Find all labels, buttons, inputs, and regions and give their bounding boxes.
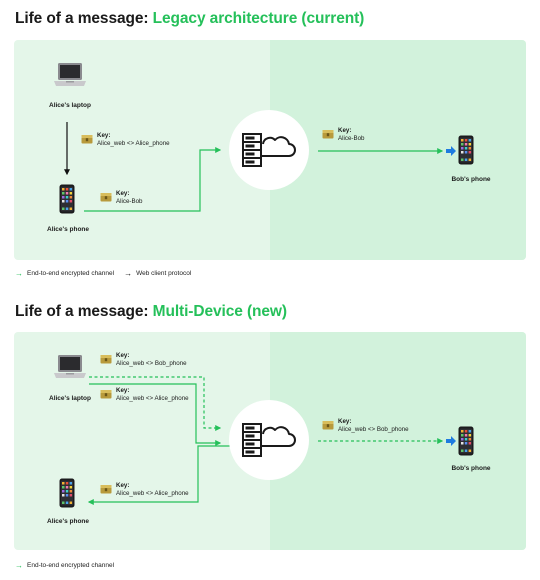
key-alice-bob-legacy-phone: Key:Alice-Bob [100,190,142,205]
key-value: Alice-Bob [116,197,143,205]
legend-label: End-to-end encrypted channel [27,562,115,569]
section1-title-accent: Legacy architecture (current) [152,10,365,27]
legend-label: End-to-end encrypted channel [27,270,115,277]
key-icon [100,354,112,364]
multi-device-diagram: Alice's laptop Alice's phone Bob's phone… [14,332,526,550]
server-cloud-icon [239,130,299,170]
key-heading: Key: [338,127,352,134]
alice-phone-to-server-link [84,147,222,212]
phone-icon [458,135,474,165]
key-heading: Key: [97,132,111,139]
server-node [229,110,309,190]
phone-icon [59,478,75,508]
key-icon [81,134,93,144]
key-value: Alice_web <> Alice_phone [97,139,170,147]
server-cloud-icon [239,420,299,460]
section2-legend: → End-to-end encrypted channel [15,561,114,570]
legend-label: Web client protocol [136,270,192,277]
legend-item: → End-to-end encrypted channel [15,561,114,570]
green-arrow-icon: → [15,561,23,570]
key-heading: Key: [338,418,352,425]
key-value: Alice-Bob [338,134,365,142]
alice-laptop-label: Alice's laptop [49,102,91,109]
section2-title-accent: Multi-Device (new) [152,303,287,320]
key-icon [100,389,112,399]
phone-icon [458,426,474,456]
key-alice-web-bob-phone: Key:Alice_web <> Bob_phone [100,352,187,367]
key-heading: Key: [116,482,130,489]
key-heading: Key: [116,352,130,359]
key-alice-web-alice-phone: Key:Alice_web <> Alice_phone [81,132,170,147]
incoming-arrow-icon [446,436,456,446]
alice-phone-label: Alice's phone [47,226,89,233]
legend-item: →Web client protocol [124,269,191,278]
key-value: Alice_web <> Bob_phone [338,425,409,433]
section2-title-prefix: Life of a message: [15,303,153,320]
multi-device-links [87,376,444,505]
server-side-area [270,40,526,260]
section1-title: Life of a message: Legacy architecture (… [15,10,364,28]
section1-title-prefix: Life of a message: [15,10,153,27]
legacy-links [64,122,444,212]
laptop-to-server-solid-link [89,383,222,446]
legend-item: → End-to-end encrypted channel [15,269,114,278]
key-icon [322,129,334,139]
phone-icon [59,184,75,214]
key-heading: Key: [116,387,130,394]
key-alice-bob-legacy-server: Key:Alice-Bob [322,127,364,142]
key-value: Alice_web <> Alice_phone [116,394,189,402]
server-to-alice-phone-link [87,445,254,505]
section2-title: Life of a message: Multi-Device (new) [15,303,287,321]
key-icon [100,192,112,202]
bob-phone-label: Bob's phone [451,465,491,472]
alice-laptop-label: Alice's laptop [49,395,91,402]
laptop-to-bob-dashed-link [89,376,222,431]
green-arrow-icon: → [15,269,23,278]
key-value: Alice_web <> Bob_phone [116,359,187,367]
key-alice-web-alice-phone: Key:Alice_web <> Alice_phone [100,387,189,402]
section1-legend: →End-to-end encrypted channel →Web clien… [15,269,191,278]
laptop-icon [53,354,87,380]
black-arrow-icon: → [124,269,133,278]
key-value: Alice_web <> Alice_phone [116,489,189,497]
bob-phone-label: Bob's phone [451,176,491,183]
key-icon [322,420,334,430]
key-alice-web-alice-phone-return: Key:Alice_web <> Alice_phone [100,482,189,497]
incoming-arrow-icon [446,146,456,156]
server-node [229,400,309,480]
key-alice-web-bob-phone-server: Key:Alice_web <> Bob_phone [322,418,409,433]
laptop-icon [53,62,87,88]
legacy-architecture-diagram: Alice's laptop Alice's phone Bob's phone… [14,40,526,260]
key-heading: Key: [116,190,130,197]
alice-phone-label: Alice's phone [47,518,89,525]
key-icon [100,484,112,494]
